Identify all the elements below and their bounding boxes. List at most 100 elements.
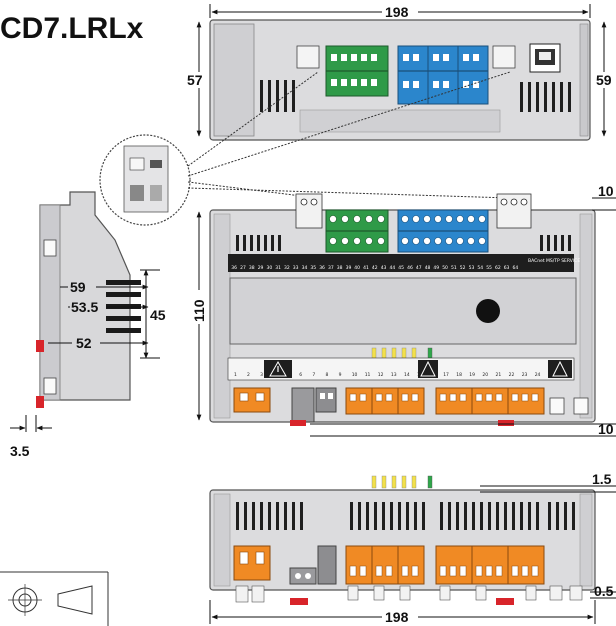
upper-terminal-number-52: 52 [460, 265, 466, 271]
front-orange-terminals-middle [345, 387, 425, 415]
bottom-vents [236, 502, 575, 530]
bottom-top-offset-label: 1.5 [592, 471, 612, 487]
bottom-grey-terminal [289, 545, 337, 585]
bottom-width-label: 198 [385, 609, 409, 625]
upper-terminal-number-47: 47 [416, 265, 422, 271]
upper-terminal-number-34: 34 [302, 265, 308, 271]
lower-terminal-number-2: 2 [247, 372, 250, 378]
product-title: CD7.LRLx [0, 12, 144, 45]
lower-terminal-number-9: 9 [339, 372, 342, 378]
upper-label-strip [228, 254, 574, 272]
upper-terminal-number-38: 38 [249, 265, 255, 271]
upper-terminal-number-54: 54 [477, 265, 483, 271]
top-view-small-connector [296, 45, 320, 69]
upper-terminal-number-50: 50 [442, 265, 448, 271]
upper-terminal-number-33: 33 [293, 265, 299, 271]
ethernet-port-icon [529, 43, 561, 73]
top-height-left-label: 57 [187, 72, 203, 88]
bottom-orange-terminals-right [435, 545, 545, 585]
lower-terminal-number-6: 6 [299, 372, 302, 378]
upper-terminal-number-41: 41 [363, 265, 369, 271]
top-view-right-edge [579, 23, 589, 137]
lower-terminal-number-7: 7 [312, 372, 315, 378]
upper-terminal-number-27: 27 [240, 265, 246, 271]
lower-terminal-number-23: 23 [522, 372, 528, 378]
top-height-right-label: 59 [596, 72, 612, 88]
front-din-clip-right [498, 420, 514, 426]
upper-terminal-number-51: 51 [451, 265, 457, 271]
upper-terminal-number-46: 46 [407, 265, 413, 271]
front-din-clip-left [290, 420, 306, 426]
front-top-offset-label: 10 [598, 183, 614, 199]
warning-icon [264, 360, 292, 378]
bottom-orange-terminal-left [233, 545, 271, 581]
detail-magnifier [99, 71, 511, 226]
service-label: BACnet MS/TP SERVICE [528, 258, 580, 264]
side-45-label: 45 [150, 307, 166, 323]
lower-label-strip [227, 357, 575, 381]
front-top-white-connector-left [295, 193, 323, 229]
upper-terminal-number-35: 35 [310, 265, 316, 271]
upper-terminal-number-48: 48 [425, 265, 431, 271]
upper-terminal-number-36: 36 [319, 265, 325, 271]
top-view-blue-terminals [397, 45, 489, 105]
upper-terminal-number-31: 31 [275, 265, 281, 271]
lower-terminal-number-21: 21 [496, 372, 502, 378]
side-59-label: 59 [70, 279, 86, 295]
lower-terminal-number-12: 12 [378, 372, 384, 378]
front-orange-terminal-left [233, 387, 271, 413]
bottom-din-clip-right [496, 598, 514, 605]
service-button [476, 299, 500, 323]
upper-terminal-number-42: 42 [372, 265, 378, 271]
side-53-5-label: 53.5 [71, 299, 98, 315]
upper-terminal-number-37: 37 [328, 265, 334, 271]
front-top-vents [236, 235, 571, 251]
bottom-view-dimensions: 1.5 0.5 198 [209, 471, 616, 625]
front-green-terminals [325, 209, 389, 253]
upper-terminal-number-64: 64 [513, 265, 519, 271]
front-blue-terminals [397, 209, 489, 253]
lower-terminal-number-20: 20 [482, 372, 488, 378]
warning-icon-right [548, 360, 572, 378]
top-view-left-panel [213, 23, 255, 137]
lower-terminal-number-17: 17 [443, 372, 449, 378]
warning-icon-middle [418, 360, 438, 378]
bottom-view [209, 475, 596, 605]
front-cover-window [229, 277, 577, 345]
upper-terminal-number-45: 45 [398, 265, 404, 271]
lower-terminal-number-8: 8 [326, 372, 329, 378]
lower-terminal-number-13: 13 [391, 372, 397, 378]
lower-terminal-number-22: 22 [509, 372, 515, 378]
upper-terminal-number-38: 38 [337, 265, 343, 271]
top-view-dimensions: 198 57 59 [184, 4, 616, 137]
upper-terminal-number-30: 30 [267, 265, 273, 271]
upper-terminal-number-39: 39 [346, 265, 352, 271]
upper-terminal-number-62: 62 [495, 265, 501, 271]
top-view [209, 19, 591, 141]
upper-terminal-number-43: 43 [381, 265, 387, 271]
upper-terminal-number-29: 29 [258, 265, 264, 271]
upper-terminal-number-55: 55 [486, 265, 492, 271]
upper-terminal-number-53: 53 [469, 265, 475, 271]
upper-terminal-number-36: 36 [231, 265, 237, 271]
front-orange-terminals-right [435, 387, 545, 415]
lower-terminal-number-11: 11 [365, 372, 371, 378]
upper-terminal-number-44: 44 [390, 265, 396, 271]
projection-symbol-icon [0, 571, 109, 626]
bottom-din-clip-left [290, 598, 308, 605]
front-view-dimensions: 110 10 10 [190, 183, 616, 437]
lower-terminal-number-14: 14 [404, 372, 410, 378]
bottom-orange-terminals-middle [345, 545, 425, 585]
upper-terminal-number-49: 49 [433, 265, 439, 271]
bottom-leds [371, 475, 433, 489]
upper-terminal-number-32: 32 [284, 265, 290, 271]
top-width-label: 198 [385, 4, 409, 20]
front-bottom-offset-label: 10 [598, 421, 614, 437]
side-3-5-label: 3.5 [10, 443, 30, 459]
front-top-white-connector-right [496, 193, 532, 229]
lower-terminal-number-18: 18 [456, 372, 462, 378]
bottom-bottom-offset-label: 0.5 [594, 583, 614, 599]
